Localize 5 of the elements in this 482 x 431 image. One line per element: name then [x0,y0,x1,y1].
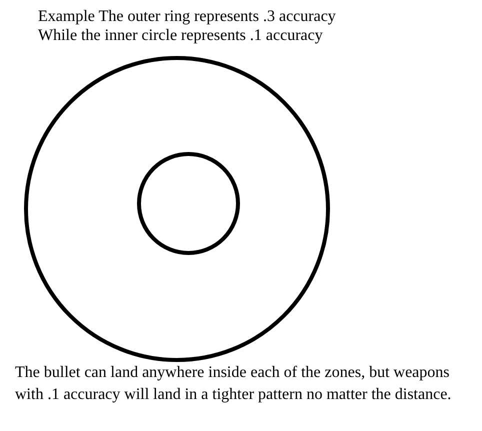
caption-text: While the inner circle represents .1 accuracy [38,26,324,46]
caption-text: Example The outer ring represents .3 accuracy [38,7,337,27]
ring-outer [24,56,330,362]
caption-text: The bullet can land anywhere inside each of the zones, but weapons with .1 accuracy will land in a tighter pattern no matter the distance. [15,363,452,405]
ring-inner [137,152,240,255]
